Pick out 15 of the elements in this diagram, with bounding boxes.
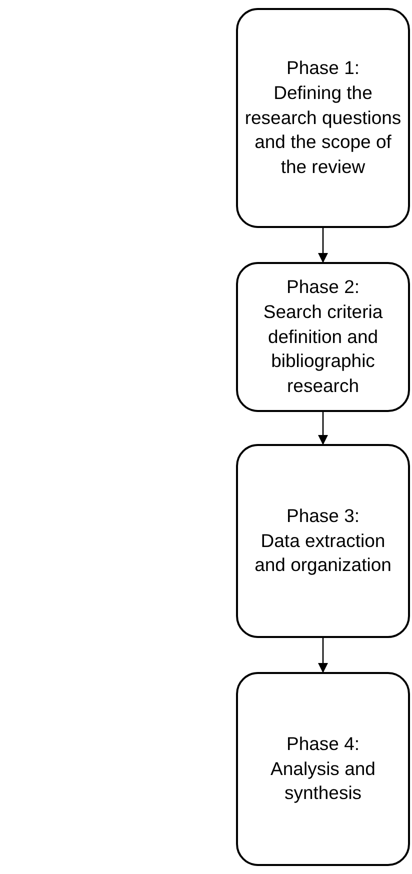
- arrow: [318, 412, 328, 445]
- phase-heading: Phase 3:: [286, 504, 360, 528]
- process-box: [236, 8, 410, 228]
- phase-description: Analysis and synthesis: [270, 756, 376, 806]
- process-box: [236, 262, 410, 412]
- phase-heading: Phase 2:: [286, 274, 360, 299]
- phase-description: Data extraction and organization: [254, 528, 392, 578]
- process-box: [236, 444, 410, 638]
- phase-description: Defining the research questions and the scope of the review: [244, 80, 402, 180]
- phase-heading: Phase 1:: [286, 56, 360, 80]
- process-box: [236, 672, 410, 866]
- phase-description: Search criteria definition and bibliographic research: [262, 300, 384, 398]
- arrow: [318, 638, 328, 673]
- phase-heading: Phase 4:: [286, 732, 360, 756]
- arrow: [318, 228, 328, 263]
